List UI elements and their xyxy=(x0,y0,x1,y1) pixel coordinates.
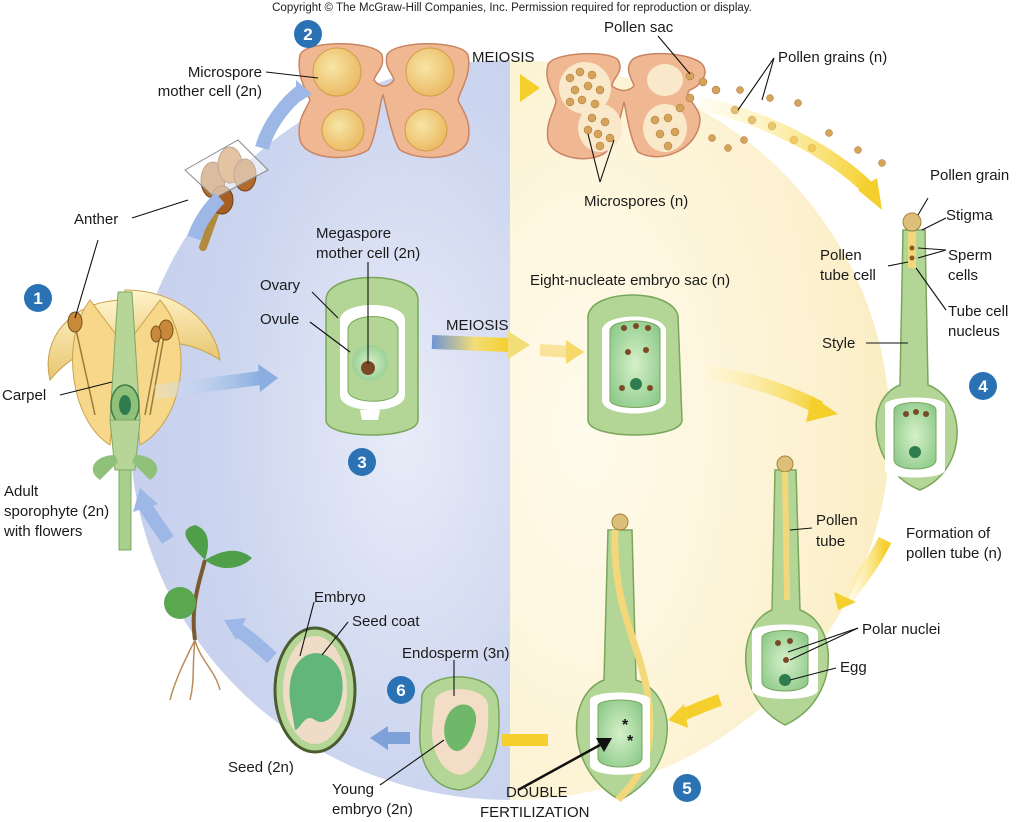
carpel-to-ovule-arrow xyxy=(154,371,261,399)
pollen-release-arrow xyxy=(698,97,875,195)
label-pollen-sac: Pollen sac xyxy=(604,19,674,36)
label-tube-cell-nucleus-line2: nucleus xyxy=(948,323,1000,340)
step-badge-1: 1 xyxy=(24,284,52,312)
step-badge-2: 2 xyxy=(294,20,322,48)
label-pollen-tube-line2: tube xyxy=(816,533,845,550)
svg-text:4: 4 xyxy=(978,377,988,396)
label-adult-line1: Adult xyxy=(4,483,39,500)
microspore-mother-cell-anther xyxy=(298,43,470,159)
label-ovary: Ovary xyxy=(260,277,301,294)
label-egg: Egg xyxy=(840,659,867,676)
label-pollen-tube-line1: Pollen xyxy=(816,512,858,529)
meiosis-middle-arrow xyxy=(431,335,511,352)
label-young-embryo-line2: embryo (2n) xyxy=(332,801,413,818)
seedling-illustration xyxy=(164,525,252,701)
label-anther: Anther xyxy=(74,211,118,228)
label-meiosis-top: MEIOSIS xyxy=(472,49,535,66)
step-badges: 1 2 3 4 5 6 xyxy=(24,20,997,802)
copyright-text: Copyright © The McGraw-Hill Companies, I… xyxy=(272,2,752,14)
label-embryo: Embryo xyxy=(314,589,366,606)
svg-text:*: * xyxy=(622,717,629,734)
label-pollen-tube-cell-line1: Pollen xyxy=(820,247,862,264)
label-young-embryo-line1: Young xyxy=(332,781,374,798)
step-badge-4: 4 xyxy=(969,372,997,400)
haploid-phase-region xyxy=(510,60,890,800)
label-sperm-cells-line2: cells xyxy=(948,267,978,284)
svg-text:1: 1 xyxy=(33,289,42,308)
label-sperm-cells-line1: Sperm xyxy=(948,247,992,264)
label-endosperm: Endosperm (3n) xyxy=(402,645,510,662)
step-badge-3: 3 xyxy=(348,448,376,476)
label-pollen-grain: Pollen grain xyxy=(930,167,1009,184)
text-labels: Microspore mother cell (2n) MEIOSIS Poll… xyxy=(2,19,1009,821)
label-seed: Seed (2n) xyxy=(228,759,294,776)
label-polar-nuclei: Polar nuclei xyxy=(862,621,940,638)
label-pollen-tube-cell-line2: tube cell xyxy=(820,267,876,284)
label-megaspore-mother-cell-line2: mother cell (2n) xyxy=(316,245,420,262)
label-tube-cell-nucleus-line1: Tube cell xyxy=(948,303,1008,320)
flower-to-anther-arrow xyxy=(187,192,225,241)
label-stigma: Stigma xyxy=(946,207,993,224)
label-double-fertilization-line1: DOUBLE xyxy=(506,784,568,801)
svg-text:5: 5 xyxy=(682,779,691,798)
leader-lines xyxy=(59,35,947,792)
label-seed-coat: Seed coat xyxy=(352,613,420,630)
label-megaspore-mother-cell-line1: Megaspore xyxy=(316,225,391,242)
svg-text:*: * xyxy=(627,733,634,750)
young-embryo-illustration xyxy=(419,676,500,791)
label-adult-line3: with flowers xyxy=(3,523,82,540)
seed-illustration xyxy=(273,626,357,754)
label-carpel: Carpel xyxy=(2,387,46,404)
label-adult-line2: sporophyte (2n) xyxy=(4,503,109,520)
label-microspores: Microspores (n) xyxy=(584,193,688,210)
label-formation-line1: Formation of xyxy=(906,525,991,542)
label-ovule: Ovule xyxy=(260,311,299,328)
label-double-fertilization-line2: FERTILIZATION xyxy=(480,804,589,821)
ovule-illustration xyxy=(325,276,419,436)
label-style: Style xyxy=(822,335,855,352)
label-microspore-mother-cell-line2: mother cell (2n) xyxy=(158,83,262,100)
label-eight-nucleate-embryo-sac: Eight-nucleate embryo sac (n) xyxy=(530,272,730,289)
microspore-dots xyxy=(565,67,886,167)
label-meiosis-middle: MEIOSIS xyxy=(446,317,509,334)
embryo-sac-illustration xyxy=(587,294,683,436)
step-badge-5: 5 xyxy=(673,774,701,802)
label-microspore-mother-cell-line1: Microspore xyxy=(188,64,262,81)
step-badge-6: 6 xyxy=(387,676,415,704)
pistil-step4 xyxy=(875,212,958,491)
pistil-pollen-tube xyxy=(745,455,829,726)
cycle-arrows xyxy=(133,74,892,750)
anther-illustration xyxy=(184,139,269,251)
label-formation-line2: pollen tube (n) xyxy=(906,545,1002,562)
diploid-phase-region xyxy=(130,60,510,800)
svg-text:3: 3 xyxy=(357,453,366,472)
pistil-double-fertilization: * * xyxy=(575,513,668,803)
label-pollen-grains: Pollen grains (n) xyxy=(778,49,887,66)
svg-text:6: 6 xyxy=(396,681,405,700)
svg-text:2: 2 xyxy=(303,25,312,44)
